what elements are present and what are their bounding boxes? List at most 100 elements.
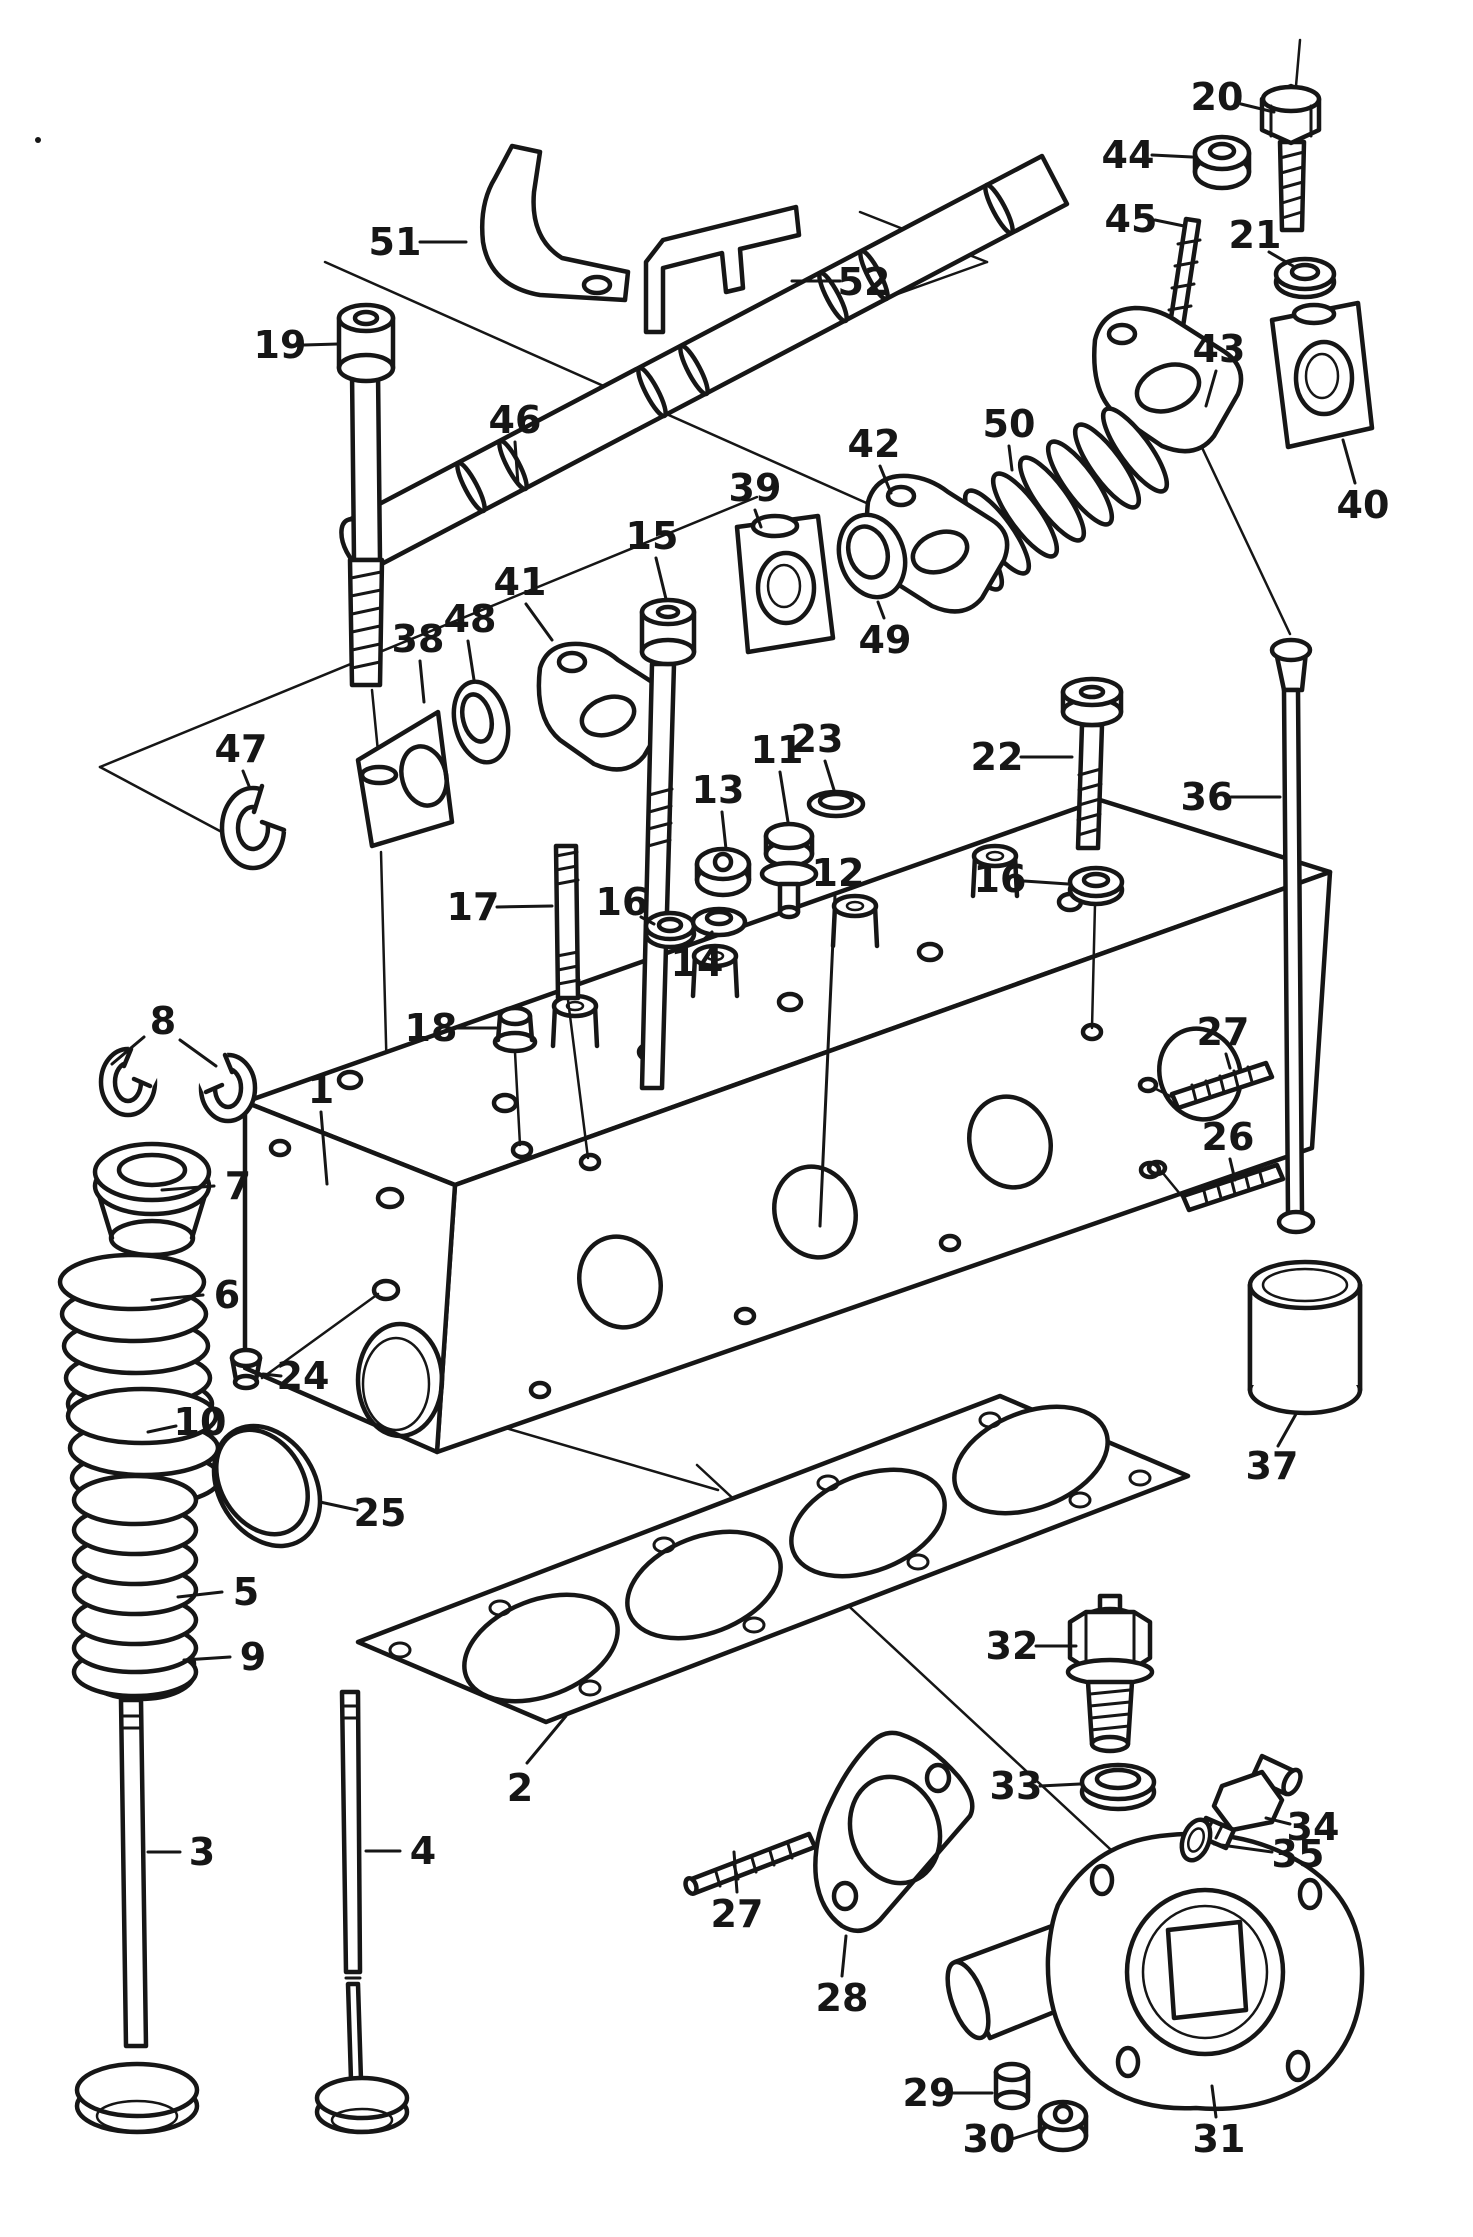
callout-37-39: 37	[1246, 1412, 1299, 1488]
bearing-cap	[1269, 300, 1375, 450]
callout-2-42: 2	[507, 1714, 568, 1810]
callout-label: 44	[1102, 133, 1155, 177]
head-gasket	[355, 1393, 1191, 1725]
callout-29-51: 29	[903, 2071, 994, 2115]
callout-label: 46	[489, 398, 542, 442]
callout-label: 5	[233, 1570, 259, 1614]
oil-pressure-switch	[1065, 1593, 1155, 1754]
callout-label: 6	[214, 1273, 240, 1317]
callout-35-48: 35	[1212, 1832, 1325, 1876]
callout-label: 15	[626, 514, 679, 558]
hex-bolt-small	[759, 821, 819, 920]
callout-9-41: 9	[182, 1635, 266, 1679]
callout-34-47: 34	[1264, 1805, 1340, 1849]
callout-47-18: 47	[215, 727, 267, 788]
thermostat-housing	[945, 1831, 1365, 2112]
valve-guide	[970, 843, 1020, 899]
callout-label: 38	[392, 617, 445, 661]
cam-ring	[451, 679, 511, 765]
callout-27-49: 27	[711, 1850, 764, 1936]
valve	[314, 1689, 410, 2135]
callout-label: 8	[150, 999, 176, 1043]
callout-label: 31	[1193, 2117, 1246, 2161]
callout-25-38: 25	[318, 1491, 406, 1535]
socket-head-bolt	[336, 302, 396, 688]
callout-label: 20	[1191, 75, 1244, 119]
callout-label: 29	[903, 2071, 956, 2115]
callout-24-36: 24	[261, 1354, 330, 1398]
callout-label: 36	[1181, 775, 1234, 819]
callout-label: 7	[225, 1164, 251, 1208]
callout-label: 52	[838, 260, 891, 304]
seal-ring	[1079, 1762, 1157, 1812]
callout-41-14: 41	[494, 560, 554, 642]
callout-23-21: 23	[791, 717, 844, 792]
callout-label: 34	[1287, 1805, 1340, 1849]
callout-label: 33	[990, 1764, 1043, 1808]
callout-label: 24	[277, 1354, 330, 1398]
bearing-cap	[355, 709, 455, 849]
callout-5-40: 5	[176, 1570, 259, 1614]
callout-label: 32	[986, 1624, 1039, 1668]
callout-45-5: 45	[1105, 197, 1186, 241]
callout-label: 11	[751, 728, 804, 772]
callout-10-37: 10	[146, 1400, 226, 1444]
retaining-clip	[643, 204, 802, 335]
stud	[553, 843, 602, 1172]
valve-keepers	[98, 1042, 258, 1124]
callout-label: 27	[711, 1892, 764, 1936]
callout-label: 49	[859, 618, 912, 662]
washer	[643, 910, 697, 950]
callout-label: 41	[494, 560, 547, 604]
callout-13-23: 13	[692, 768, 744, 851]
valve-spring	[71, 1473, 199, 1699]
callout-label: 30	[963, 2117, 1016, 2161]
speck	[35, 137, 41, 143]
bearing-cap	[734, 513, 836, 655]
callout-40-8: 40	[1337, 438, 1390, 527]
spring-retainer	[92, 1141, 212, 1258]
callout-38-16: 38	[392, 617, 445, 704]
callout-label: 17	[447, 885, 500, 929]
callout-label: 21	[1229, 213, 1282, 257]
callout-1-32: 1	[308, 1068, 334, 1186]
callout-label: 12	[812, 851, 865, 895]
callout-14-28: 14	[671, 930, 723, 985]
callout-label: 48	[444, 597, 497, 641]
callout-label: 28	[816, 1976, 869, 2020]
callout-label: 9	[240, 1635, 266, 1679]
callout-18-29: 18	[405, 1006, 498, 1050]
horseshoe-clip	[219, 782, 302, 871]
valve-stem-seal	[229, 1292, 380, 1391]
cap-plug	[492, 1005, 538, 1160]
washer	[1273, 256, 1337, 300]
callout-7-34: 7	[160, 1164, 251, 1208]
callout-label: 2	[507, 1766, 533, 1810]
callout-33-46: 33	[990, 1764, 1082, 1808]
tappet	[1247, 1259, 1363, 1416]
valve	[74, 1697, 200, 2135]
callout-label: 37	[1246, 1444, 1299, 1488]
callout-51-0: 51	[369, 220, 468, 264]
callout-36-20: 36	[1181, 775, 1282, 819]
callout-6-35: 6	[150, 1273, 240, 1317]
pushrod	[1269, 637, 1316, 1235]
callout-42-10: 42	[848, 422, 900, 495]
cam-ring	[836, 512, 908, 600]
callout-28-50: 28	[816, 1934, 869, 2020]
callout-label: 39	[729, 466, 782, 510]
callout-16-25: 16	[596, 880, 656, 926]
callout-52-1: 52	[790, 260, 891, 304]
callout-label: 35	[1272, 1832, 1325, 1876]
callout-label: 23	[791, 717, 844, 761]
callout-label: 4	[410, 1829, 436, 1873]
callout-49-17: 49	[859, 600, 912, 662]
callout-22-19: 22	[971, 735, 1074, 779]
callout-label: 40	[1337, 483, 1390, 527]
callout-label: 22	[971, 735, 1024, 779]
rocker-arm	[536, 641, 670, 772]
callout-label: 19	[254, 323, 307, 367]
callout-11-22: 11	[751, 728, 804, 824]
flange-gasket	[813, 1730, 975, 1934]
